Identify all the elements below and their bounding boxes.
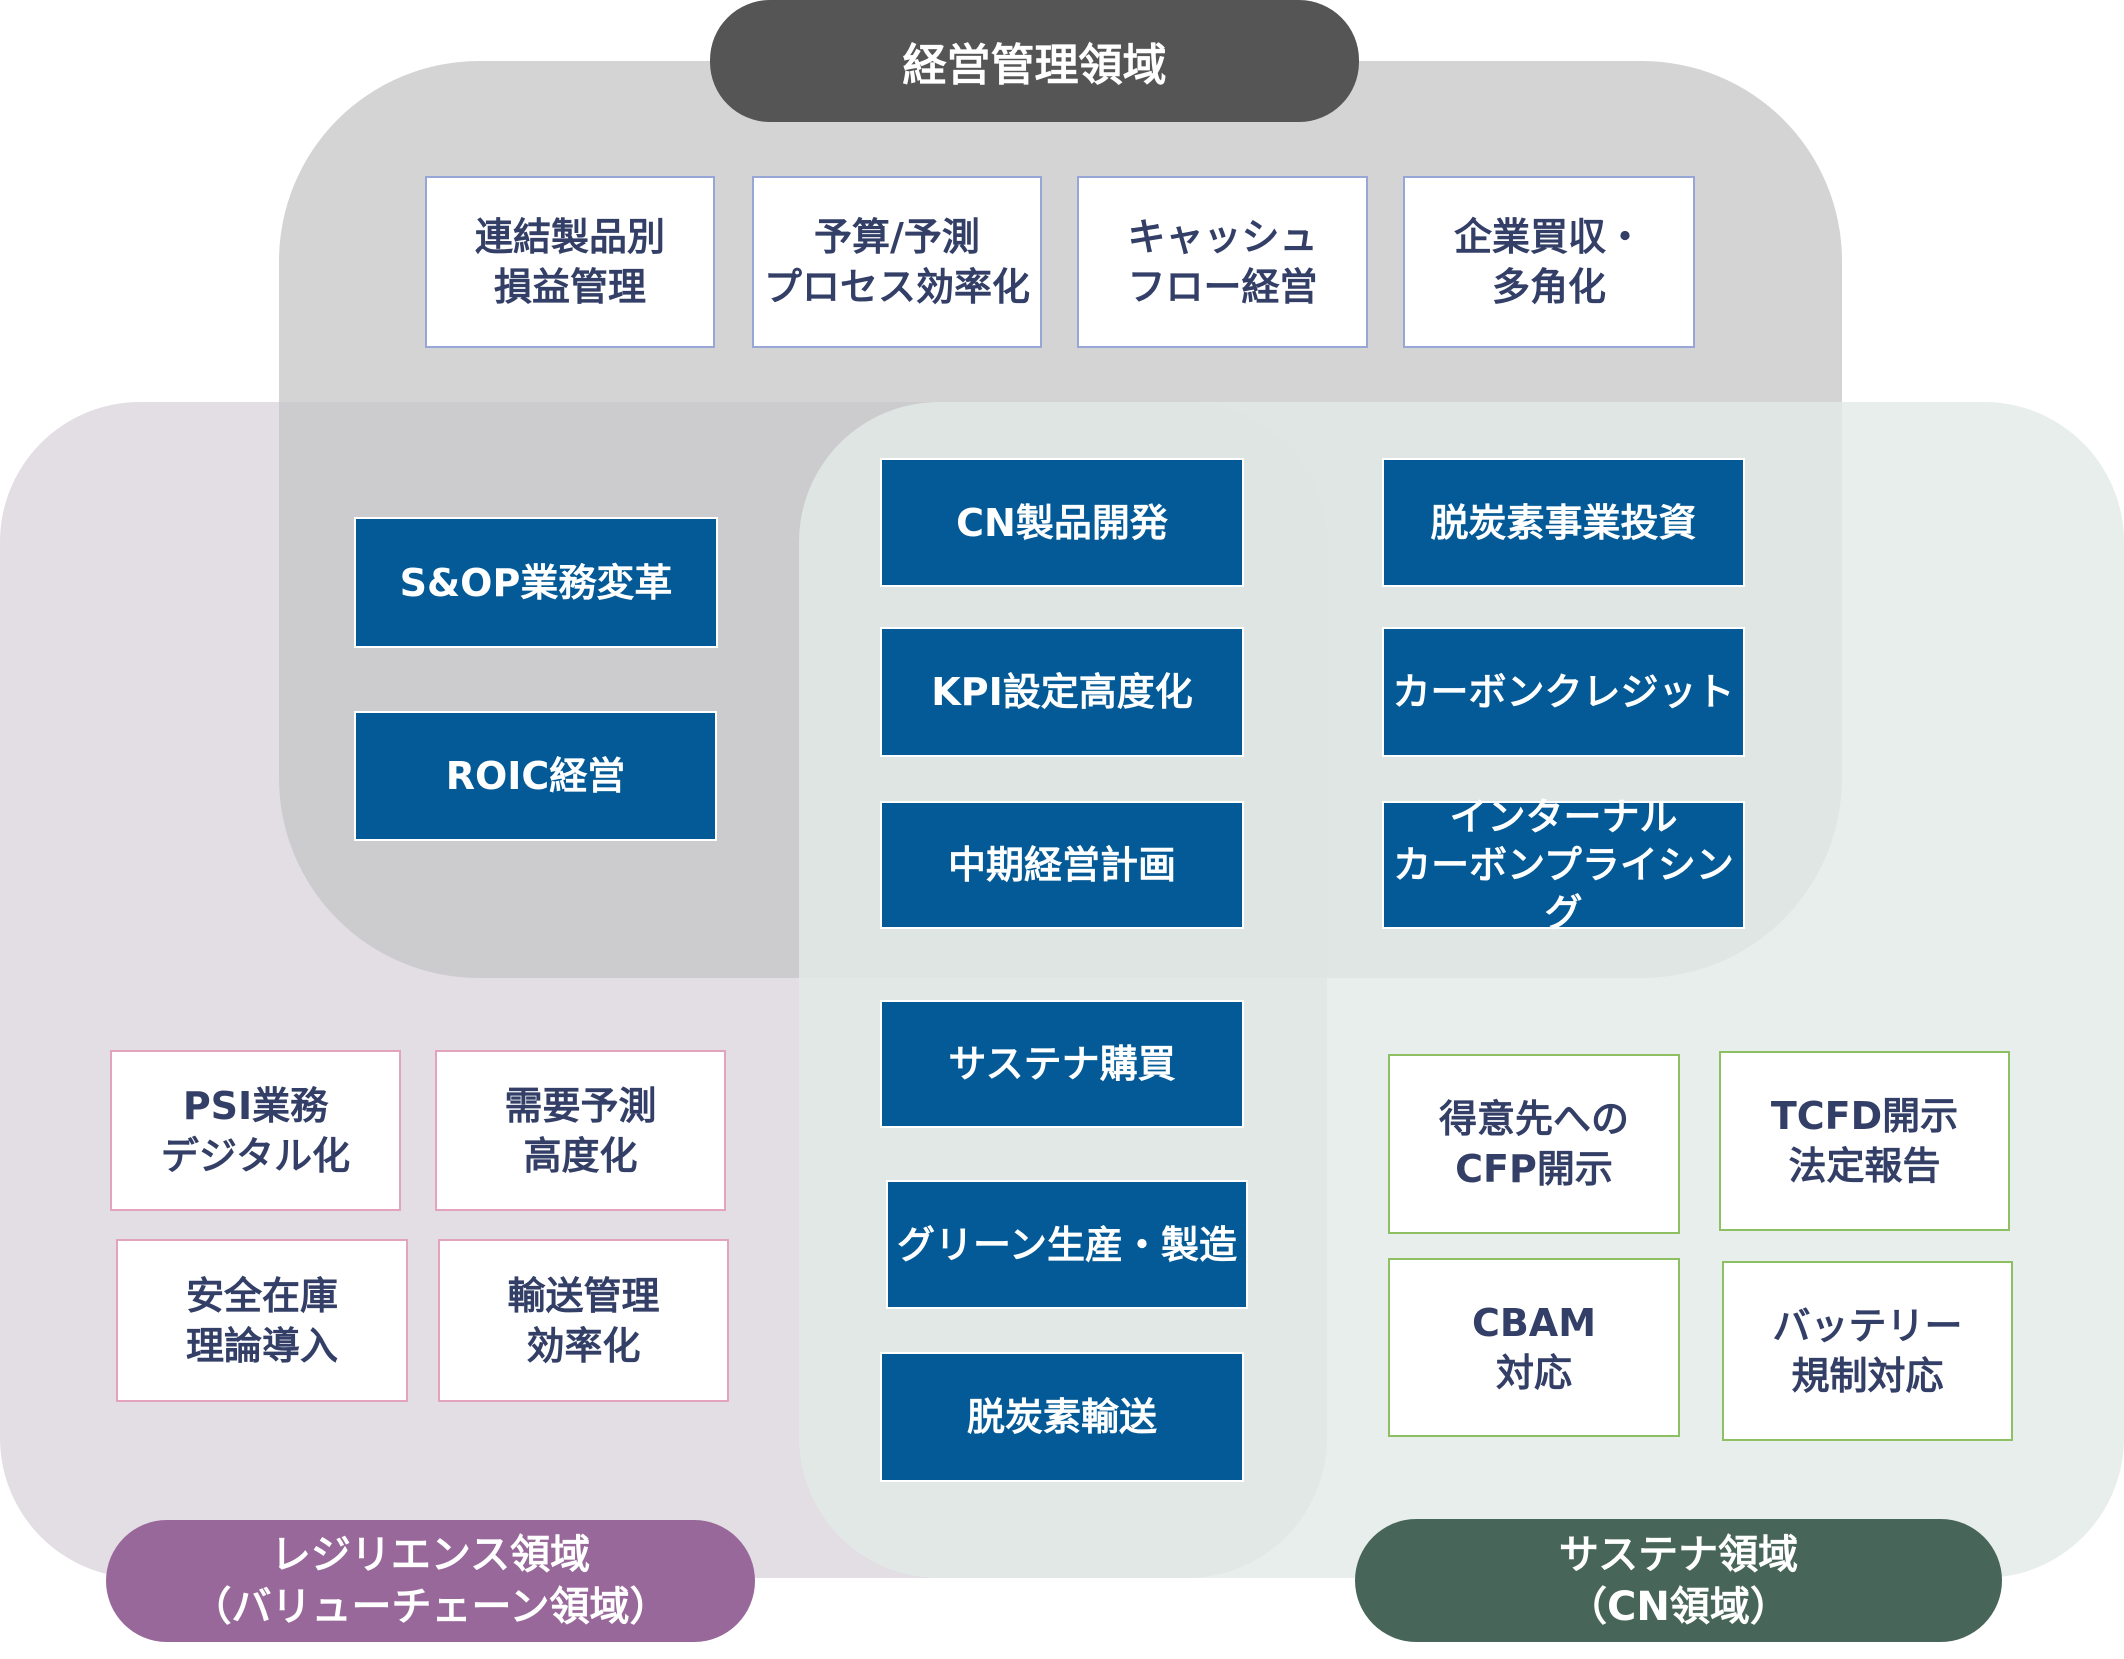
item-cfp-disclosure: 得意先への CFP開示 xyxy=(1388,1054,1680,1234)
item-consolidated-pl: 連結製品別 損益管理 xyxy=(425,176,715,348)
item-cashflow: キャッシュ フロー経営 xyxy=(1077,176,1368,348)
item-carbon-credit: カーボンクレジット xyxy=(1382,627,1745,757)
item-decarbon-invest: 脱炭素事業投資 xyxy=(1382,458,1745,587)
item-sustainable-procurement: サステナ購買 xyxy=(880,1000,1244,1128)
item-transport-mgmt: 輸送管理 効率化 xyxy=(438,1239,729,1402)
item-budget-forecast: 予算/予測 プロセス効率化 xyxy=(752,176,1042,348)
item-safety-stock: 安全在庫 理論導入 xyxy=(116,1239,408,1402)
item-battery-regulation: バッテリー 規制対応 xyxy=(1722,1261,2013,1441)
item-internal-carbon-pricing: インターナル カーボンプライシング xyxy=(1382,795,1745,935)
item-cbam: CBAM 対応 xyxy=(1388,1258,1680,1437)
item-cn-product: CN製品開発 xyxy=(880,458,1244,587)
item-decarbon-transport: 脱炭素輸送 xyxy=(880,1352,1244,1482)
item-psi-digital: PSI業務 デジタル化 xyxy=(110,1050,401,1211)
item-roic: ROIC経営 xyxy=(354,711,717,841)
sustainability-region-label: サステナ領域 （CN領域） xyxy=(1355,1519,2002,1642)
item-midterm-plan: 中期経営計画 xyxy=(880,801,1244,929)
item-tcfd: TCFD開示 法定報告 xyxy=(1719,1051,2010,1231)
item-kpi: KPI設定高度化 xyxy=(880,627,1244,757)
management-region-label: 経営管理領域 xyxy=(710,0,1359,122)
item-m-and-a: 企業買収・ 多角化 xyxy=(1403,176,1695,348)
item-green-production: グリーン生産・製造 xyxy=(886,1180,1248,1309)
item-sop: S&OP業務変革 xyxy=(354,517,718,648)
resilience-region-label: レジリエンス領域 （バリューチェーン領域） xyxy=(106,1520,755,1642)
item-demand-forecast: 需要予測 高度化 xyxy=(435,1050,726,1211)
